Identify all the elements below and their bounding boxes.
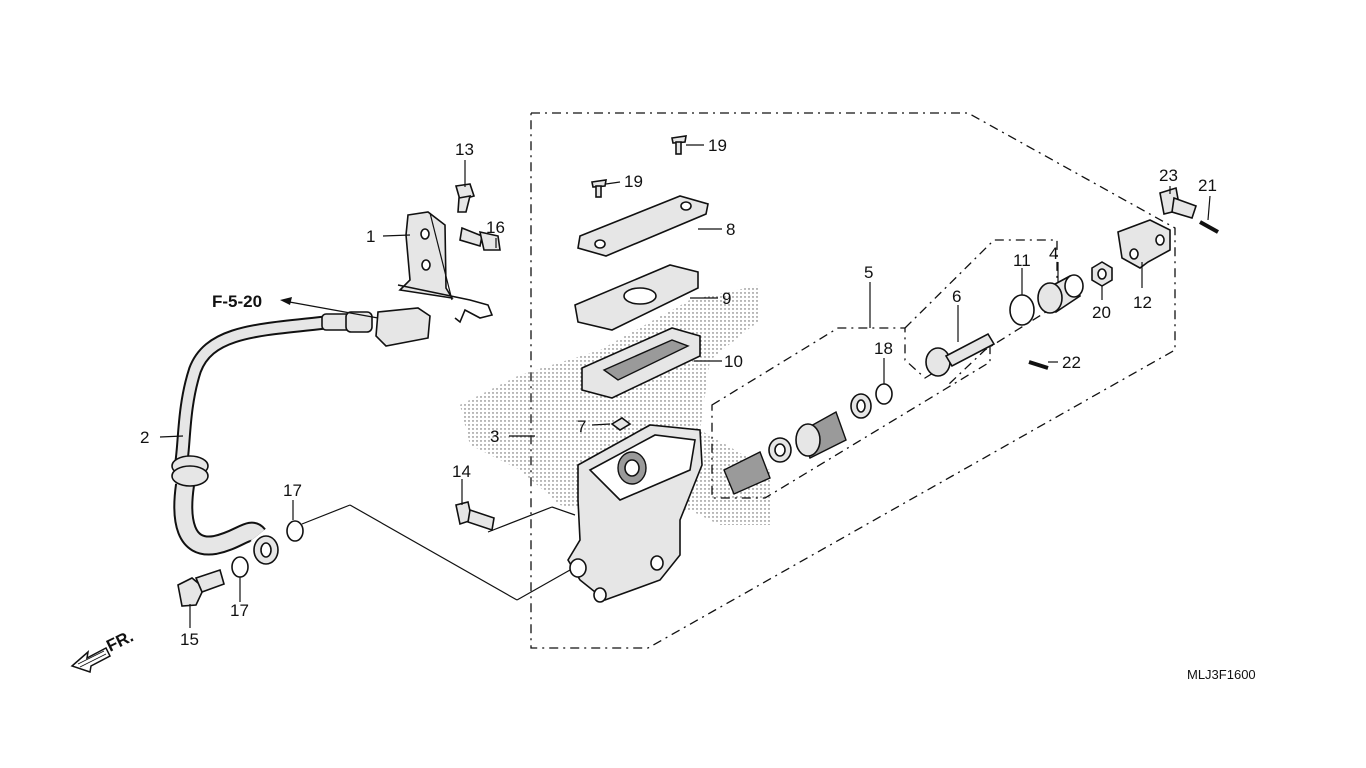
callout-4: 4	[1049, 244, 1058, 263]
callout-20: 20	[1092, 303, 1111, 322]
callout-14: 14	[452, 462, 471, 481]
callout-5: 5	[864, 263, 873, 282]
front-direction-arrow	[70, 646, 111, 673]
reference-arrow	[280, 297, 379, 319]
cotter-pin-21	[1199, 220, 1219, 234]
assembly-outline-main	[530, 112, 1176, 649]
bolt-16	[459, 226, 501, 251]
pin-23	[1159, 186, 1198, 219]
callout-8: 8	[726, 220, 735, 239]
callout-15: 15	[180, 630, 199, 649]
callout-7: 7	[577, 417, 586, 436]
piston-kit	[723, 383, 893, 495]
reservoir-cap	[577, 195, 709, 257]
callout-13: 13	[455, 140, 474, 159]
callout-19-top: 19	[708, 136, 727, 155]
nut-20	[1091, 261, 1113, 287]
callout-17-upper: 17	[283, 481, 302, 500]
bolt-14	[455, 501, 495, 532]
figure-code: MLJ3F1600	[1187, 667, 1256, 682]
callout-12: 12	[1133, 293, 1152, 312]
callout-labels: 1 2 3 4 5 6 7 8 9 10 11 12 13 14 15 16 1…	[140, 136, 1217, 649]
callout-18: 18	[874, 339, 893, 358]
callout-10: 10	[724, 352, 743, 371]
screw-19-a	[671, 135, 687, 155]
brake-hose	[171, 307, 431, 565]
callout-17-lower: 17	[230, 601, 249, 620]
boot-4	[1037, 274, 1084, 314]
hose-bracket	[397, 211, 494, 324]
callout-21: 21	[1198, 176, 1217, 195]
screw-19-b	[591, 179, 607, 198]
callout-3: 3	[490, 427, 499, 446]
snap-ring-11	[1009, 294, 1035, 326]
master-cylinder-body	[567, 424, 703, 603]
callout-6: 6	[952, 287, 961, 306]
callout-19-mid: 19	[624, 172, 643, 191]
bolt-15	[177, 568, 225, 607]
washer-17-lower	[231, 556, 249, 578]
callout-9: 9	[722, 289, 731, 308]
clip-7	[610, 417, 632, 431]
pin-22	[1028, 360, 1049, 370]
leader-lines	[159, 144, 1211, 628]
callout-11: 11	[1013, 251, 1031, 270]
pushrod	[925, 332, 996, 377]
reference-label: F-5-20	[212, 292, 262, 311]
bolt-13	[454, 183, 476, 213]
callout-1: 1	[366, 227, 375, 246]
callout-2: 2	[140, 428, 149, 447]
callout-23: 23	[1159, 166, 1178, 185]
callout-16: 16	[486, 218, 505, 237]
callout-22: 22	[1062, 353, 1081, 372]
joint-12	[1117, 219, 1171, 269]
washer-17-upper	[286, 520, 304, 542]
